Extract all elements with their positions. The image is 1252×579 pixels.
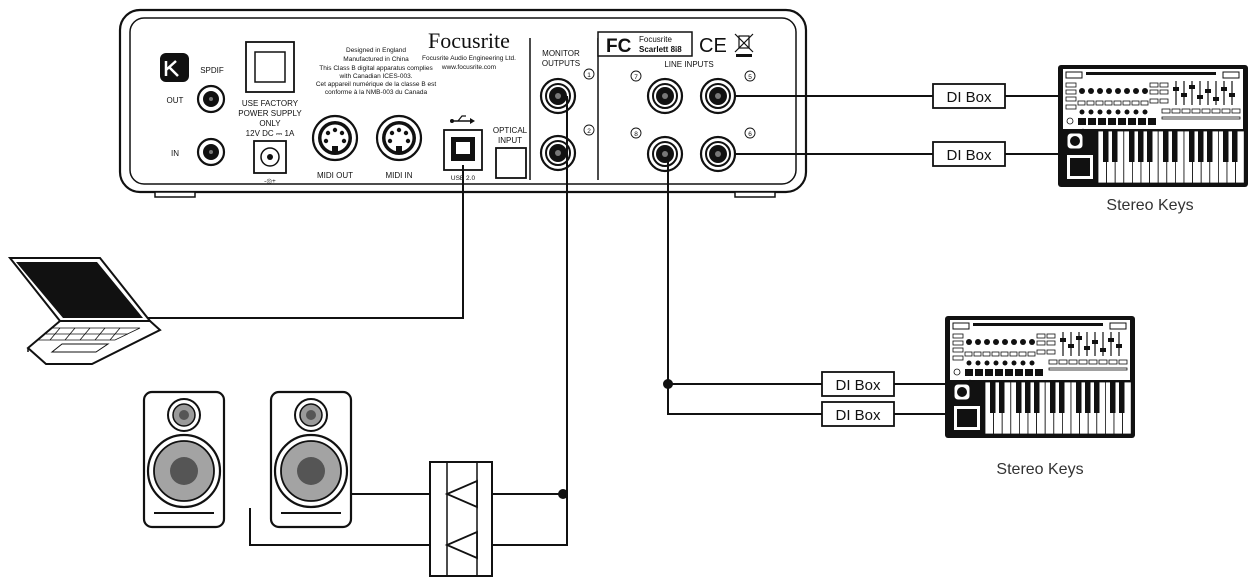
midi-out-socket [311,114,359,162]
fcc-model-badge [597,31,693,57]
di-box-label: DI Box [835,407,881,424]
spdif-out-label: OUT [167,96,184,105]
usb-icon [450,115,475,124]
monitor-output-2-socket [539,134,577,172]
company-name: Focusrite Audio Engineering Ltd. [422,55,516,62]
keyboard-icon [1057,64,1249,188]
line-input-7-number: 7 [634,74,638,81]
compliance-en-1: This Class B digital apparatus complies [319,65,433,72]
compliance-fr-1: Cet appareil numérique de la classe B es… [316,81,437,88]
power-warning-line2: POWER SUPPLY [238,109,302,118]
di-box: DI Box [821,371,895,397]
di-box-label: DI Box [835,377,881,394]
di-box: DI Box [821,401,895,427]
di-box-label: DI Box [946,147,992,164]
website-text: www.focusrite.com [441,64,496,71]
manufactured-in-text: Manufactured in China [343,56,409,63]
line-input-5-number: 5 [748,74,752,81]
spdif-in-label: IN [171,149,179,158]
stereo-keys-label: Stereo Keys [996,461,1083,478]
di-box: DI Box [932,83,1006,109]
amplifier-icon [429,461,493,577]
designed-in-text: Designed in England [346,47,406,54]
laptop-icon [7,257,162,365]
audio-interface-rear-panel: SPDIF OUT IN USE FACTORY POWER SUPPLY ON… [118,8,808,198]
optical-input-port [495,147,527,179]
split-junction-dot [663,379,673,389]
midi-in-socket [375,114,423,162]
studio-monitor-right [269,390,353,529]
spdif-in-socket [196,137,226,167]
compliance-en-2: with Canadian ICES-003. [339,73,413,80]
stereo-keys-label: Stereo Keys [1106,197,1193,214]
line-input-6-socket [699,135,737,173]
k-logo-icon [160,53,189,82]
line-input-8-cable [667,384,822,415]
stereo-keyboard-lower: novation Stereo Keys [944,315,1136,478]
spdif-out-socket [196,84,226,114]
monitor-output-1-number: 1 [587,72,591,79]
weee-bin-icon [734,33,754,57]
monitor-output-1-socket [539,77,577,115]
line-input-6-number: 6 [748,131,752,138]
monitor-junction-dot [558,489,568,499]
studio-monitor-left [142,390,226,529]
di-box: DI Box [932,141,1006,167]
power-warning-line3: ONLY [259,119,281,128]
power-warning-line1: USE FACTORY [242,99,299,108]
amp-to-left-speaker-cable [249,508,438,546]
usb-cable [148,165,464,319]
ce-mark: CE [699,35,727,57]
line-input-8-number: 8 [634,131,638,138]
monitor-outputs-label-2: OUTPUTS [542,59,580,68]
brand-logo: Focusrite [428,28,510,53]
keyboard-brand-logo: novation [960,378,975,383]
keyboard-brand-logo: novation [1073,127,1088,132]
line-input-8-socket [646,135,684,173]
midi-in-label: MIDI IN [385,171,412,180]
model-badge-line2: Scarlett 8i8 [639,45,682,54]
dc-polarity-icon: -◎+ [264,178,276,185]
di-box-label: DI Box [946,89,992,106]
line-input-7-socket [646,77,684,115]
monitor-output-2-number: 2 [587,128,591,135]
monitor-outputs-label-1: MONITOR [542,49,580,58]
monitor-output-2-cable [477,161,568,546]
compliance-fr-2: conforme à la NMB-003 du Canada [325,89,428,96]
power-rating: 12V DC ⎓ 1A [246,129,295,138]
line-input-5-socket [699,77,737,115]
optical-label-1: OPTICAL [493,126,528,135]
fcc-mark: FC [606,36,632,57]
midi-out-label: MIDI OUT [317,171,353,180]
line-inputs-label: LINE INPUTS [664,60,713,69]
model-badge-line1: Focusrite [639,35,672,44]
keyboard-icon [944,315,1136,439]
optical-label-2: INPUT [498,136,522,145]
spdif-label: SPDIF [200,66,224,75]
stereo-keyboard-upper: novation Stereo Keys [1057,64,1249,214]
